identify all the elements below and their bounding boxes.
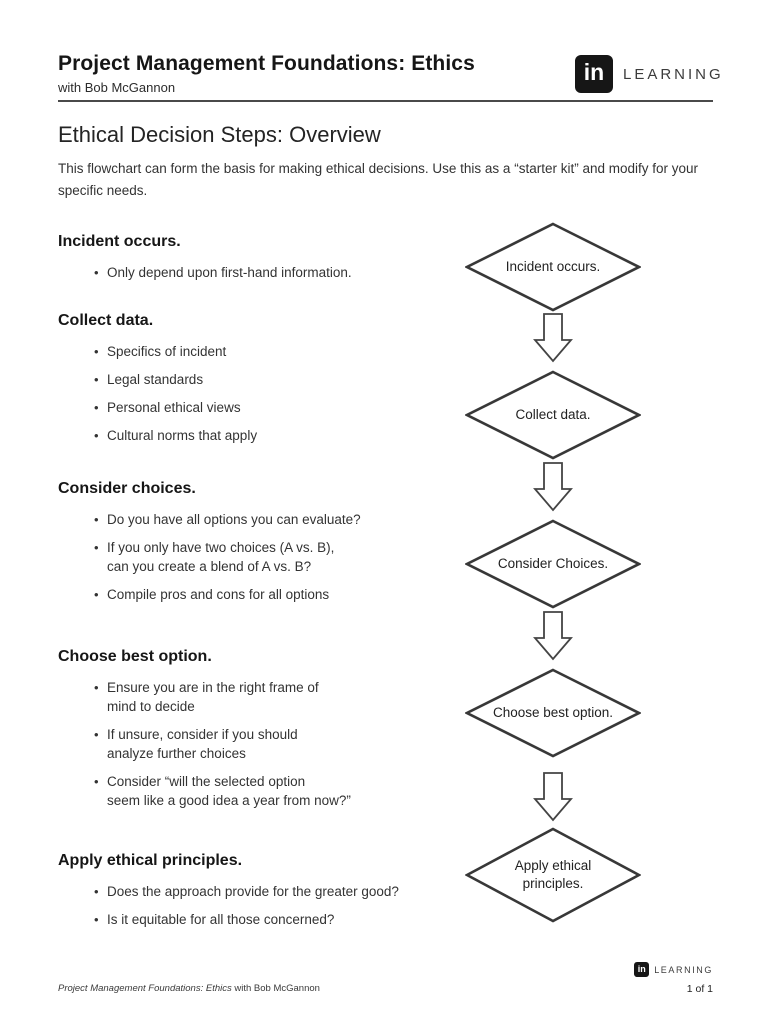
diamond-shape: [465, 668, 641, 758]
flow-arrow-down-icon: [533, 772, 573, 822]
linkedin-learning-logo: in LEARNING: [575, 55, 724, 93]
bullet-item: •Compile pros and cons for all options: [94, 587, 330, 602]
flow-node-label: Apply ethical principles.: [514, 858, 592, 891]
section-consider-choices: Consider choices. •Do you have all optio…: [58, 479, 458, 613]
section-heading: Collect data.: [58, 312, 154, 329]
footer-page-indicator: 1 of 1: [686, 983, 713, 995]
flow-arrow-down-icon: [533, 313, 573, 363]
flow-node-label: Incident occurs.: [505, 259, 601, 274]
bullet-item: •Is it equitable for all those concerned…: [94, 912, 335, 927]
flow-arrow-down-icon: [533, 462, 573, 512]
bullet-icon: •: [94, 372, 99, 387]
flowchart: Incident occurs. Collect data. Consider …: [450, 220, 662, 932]
section-apply-ethical-principles: Apply ethical principles. •Does the appr…: [58, 851, 458, 938]
bullet-item: •Consider “will the selected option seem…: [94, 774, 351, 808]
flow-arrow-down-icon: [533, 611, 573, 661]
header-divider: [58, 100, 713, 102]
section-heading: Apply ethical principles.: [58, 852, 243, 869]
footer-linkedin-learning-logo: in LEARNING: [634, 962, 713, 977]
footer-course-author: with Bob McGannon: [231, 983, 320, 994]
bullet-list: •Ensure you are in the right frame of mi…: [58, 678, 458, 810]
section-choose-best-option: Choose best option. •Ensure you are in t…: [58, 647, 458, 819]
bullet-icon: •: [94, 680, 99, 695]
intro-paragraph: This flowchart can form the basis for ma…: [58, 161, 698, 198]
diamond-shape: [465, 222, 641, 312]
flow-node-apply-ethical-principles: Apply ethical principles.: [465, 827, 641, 923]
bullet-icon: •: [94, 587, 99, 602]
bullet-item: •Cultural norms that apply: [94, 428, 258, 443]
course-title: Project Management Foundations: Ethics: [58, 52, 475, 75]
brand-learning-label: LEARNING: [623, 65, 724, 83]
bullet-item: •If unsure, consider if you should analy…: [94, 727, 298, 761]
bullet-icon: •: [94, 344, 99, 359]
section-heading: Consider choices.: [58, 480, 196, 497]
footer-course-title: Project Management Foundations: Ethics: [58, 983, 232, 994]
bullet-item: •If you only have two choices (A vs. B),…: [94, 540, 335, 574]
section-incident-occurs: Incident occurs. •Only depend upon first…: [58, 232, 458, 291]
bullet-item: •Do you have all options you can evaluat…: [94, 512, 361, 527]
course-author: with Bob McGannon: [58, 80, 176, 95]
page-title: Ethical Decision Steps: Overview: [58, 122, 381, 147]
flow-node-label: Collect data.: [515, 407, 591, 422]
section-heading: Choose best option.: [58, 648, 212, 665]
bullet-item: •Only depend upon first-hand information…: [94, 265, 352, 280]
bullet-item: •Personal ethical views: [94, 400, 241, 415]
bullet-icon: •: [94, 727, 99, 742]
bullet-item: •Does the approach provide for the great…: [94, 884, 399, 899]
footer-brand-learning-label: LEARNING: [654, 964, 713, 975]
bullet-item: •Ensure you are in the right frame of mi…: [94, 680, 319, 714]
diamond-shape: [465, 370, 641, 460]
bullet-item: •Specifics of incident: [94, 344, 227, 359]
bullet-icon: •: [94, 912, 99, 927]
bullet-icon: •: [94, 540, 99, 555]
bullet-icon: •: [94, 884, 99, 899]
bullet-list: •Specifics of incident •Legal standards …: [58, 342, 458, 445]
diamond-shape: [465, 827, 641, 923]
linkedin-icon: in: [575, 55, 613, 93]
section-heading: Incident occurs.: [58, 233, 181, 250]
linkedin-icon: in: [634, 962, 650, 977]
flow-node-label: Consider Choices.: [497, 556, 609, 571]
bullet-icon: •: [94, 400, 99, 415]
bullet-icon: •: [94, 774, 99, 789]
flow-node-choose-best-option: Choose best option.: [465, 668, 641, 758]
bullet-icon: •: [94, 265, 99, 280]
flow-node-collect-data: Collect data.: [465, 370, 641, 460]
flow-node-consider-choices: Consider Choices.: [465, 519, 641, 609]
diamond-shape: [465, 519, 641, 609]
bullet-list: •Do you have all options you can evaluat…: [58, 510, 458, 604]
footer-course-reference: Project Management Foundations: Ethics w…: [58, 983, 320, 994]
bullet-icon: •: [94, 428, 99, 443]
section-collect-data: Collect data. •Specifics of incident •Le…: [58, 311, 458, 454]
bullet-item: •Legal standards: [94, 372, 204, 387]
bullet-icon: •: [94, 512, 99, 527]
bullet-list: •Only depend upon first-hand information…: [58, 263, 458, 282]
flow-node-incident-occurs: Incident occurs.: [465, 222, 641, 312]
bullet-list: •Does the approach provide for the great…: [58, 882, 458, 929]
flow-node-label: Choose best option.: [492, 705, 614, 720]
